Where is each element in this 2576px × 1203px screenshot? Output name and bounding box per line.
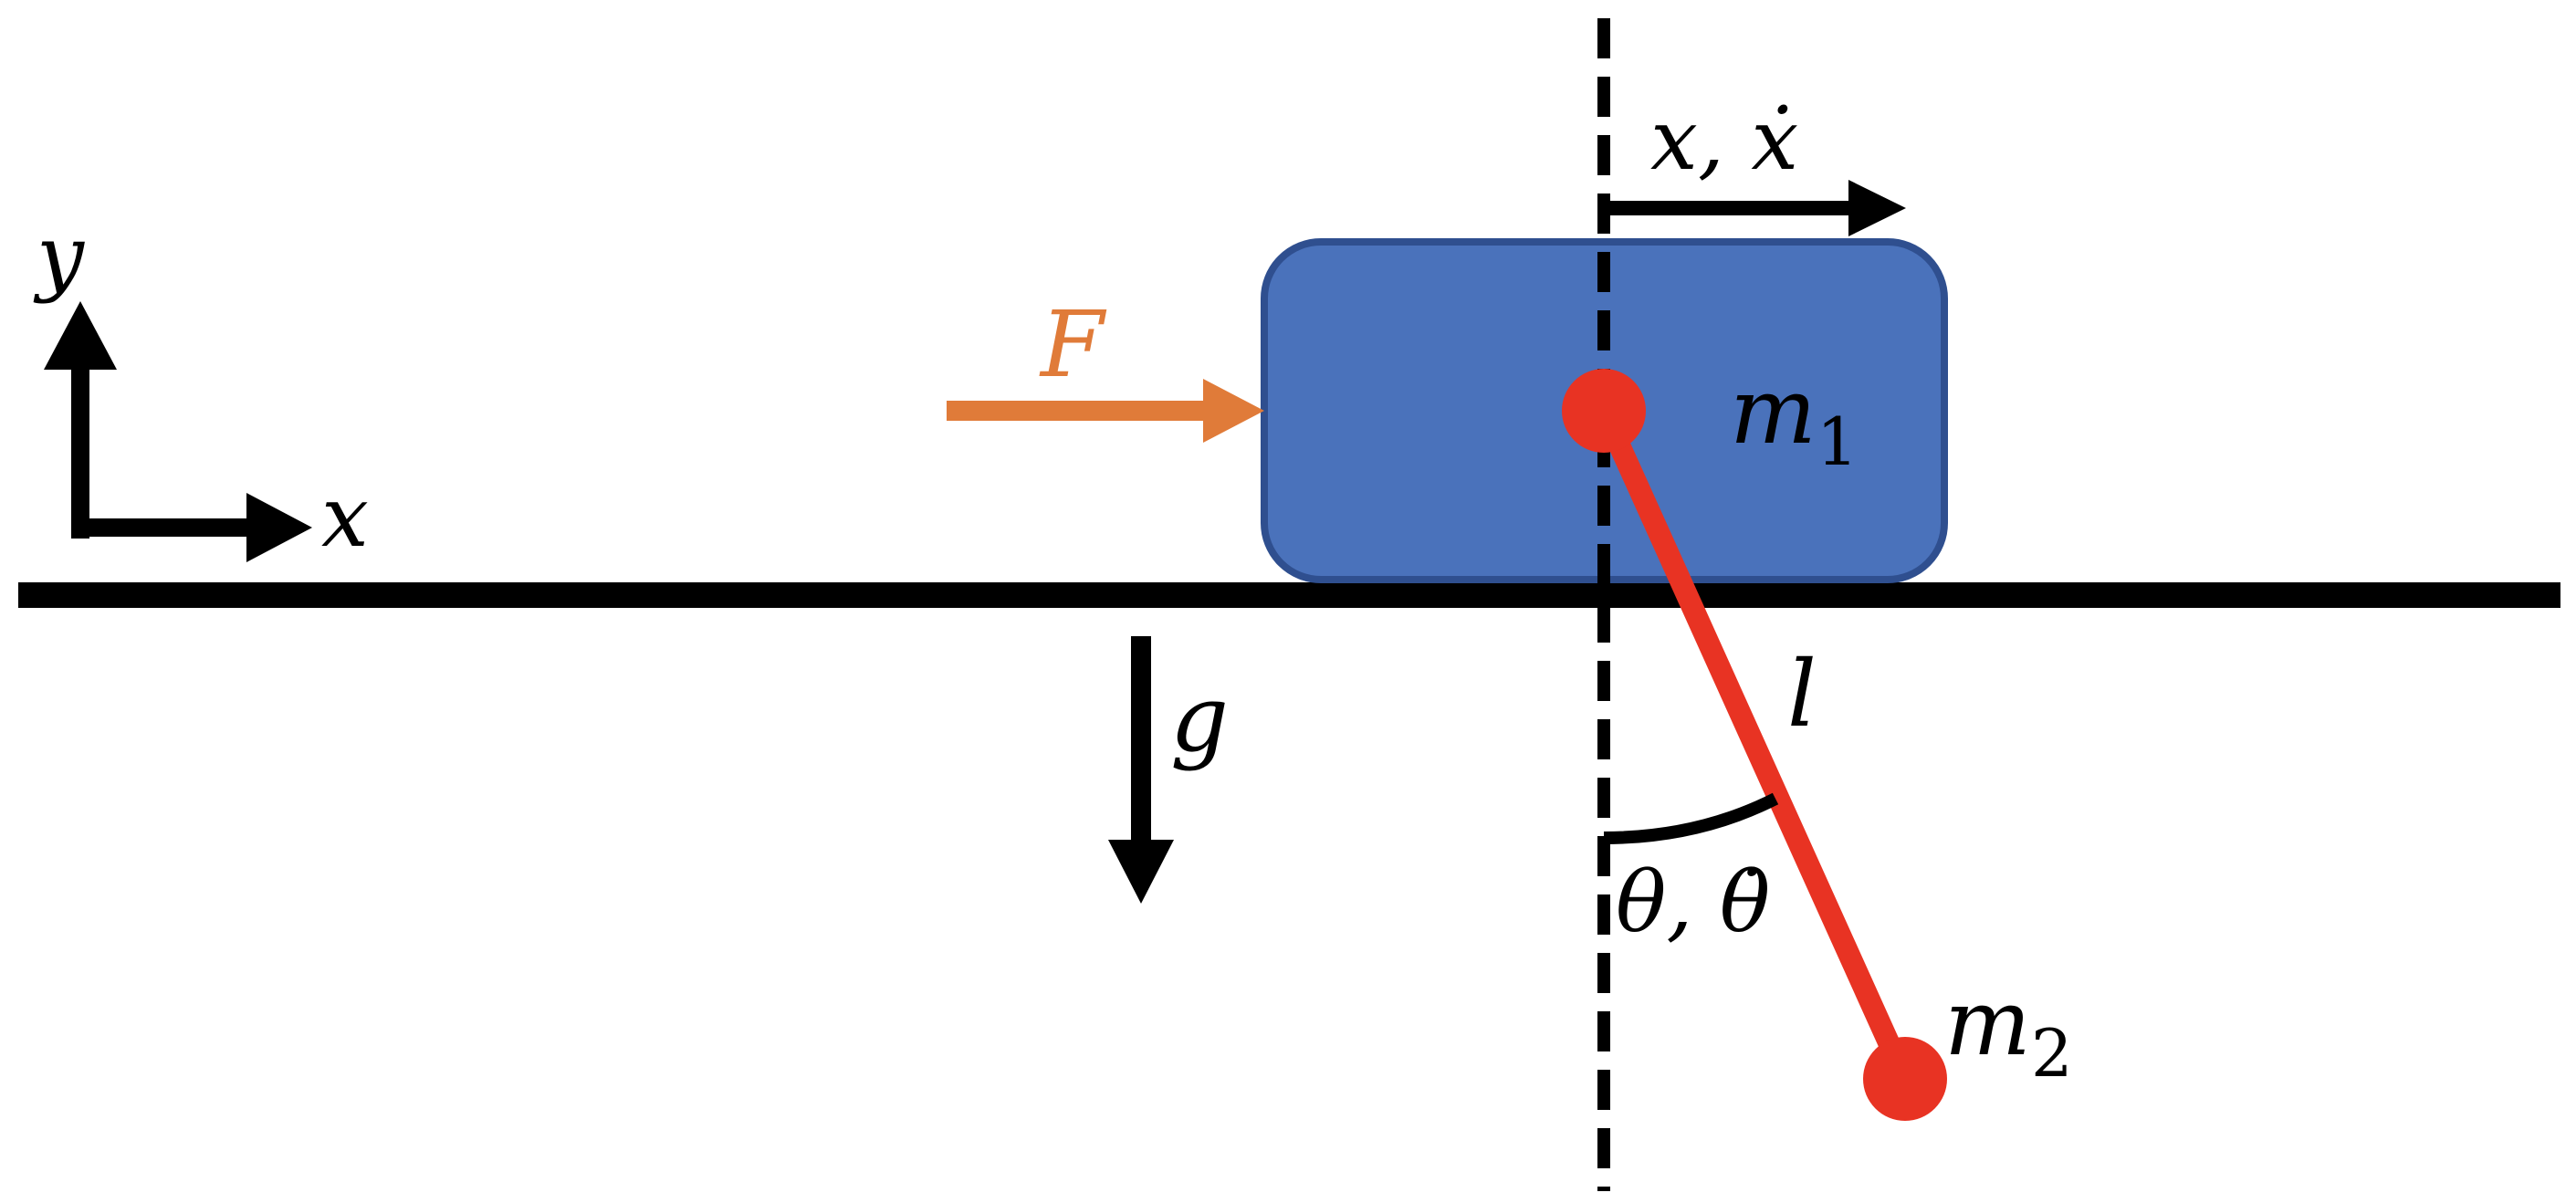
length-label: l (1787, 641, 1817, 748)
cart-mass-index: 1 (1817, 403, 1859, 480)
cart-mass-symbol: m (1730, 358, 1817, 465)
pendulum-rod (1593, 400, 1916, 1090)
force-arrow (947, 379, 1264, 443)
position-arrow (1607, 180, 1906, 236)
angle-label: θ, θ̇ (1616, 853, 1770, 951)
bob-mass-index: 2 (2031, 1015, 2073, 1092)
gravity-label: g (1170, 665, 1229, 772)
axis-y-label: y (33, 207, 85, 305)
bob-mass-symbol: m (1944, 969, 2031, 1076)
cart-pivot-mass (1562, 369, 1646, 453)
cart-mass-label: m1 (1730, 358, 1859, 480)
force-label: F (1039, 291, 1107, 398)
cart-position-label: x, ẋ (1650, 91, 1798, 189)
angle-arc (1603, 792, 1779, 844)
axes-icon (44, 301, 312, 562)
pendulum-bob-mass (1863, 1037, 1947, 1121)
axis-x-label: x (321, 468, 369, 566)
bob-mass-label: m2 (1944, 969, 2073, 1092)
gravity-arrow (1108, 636, 1174, 904)
